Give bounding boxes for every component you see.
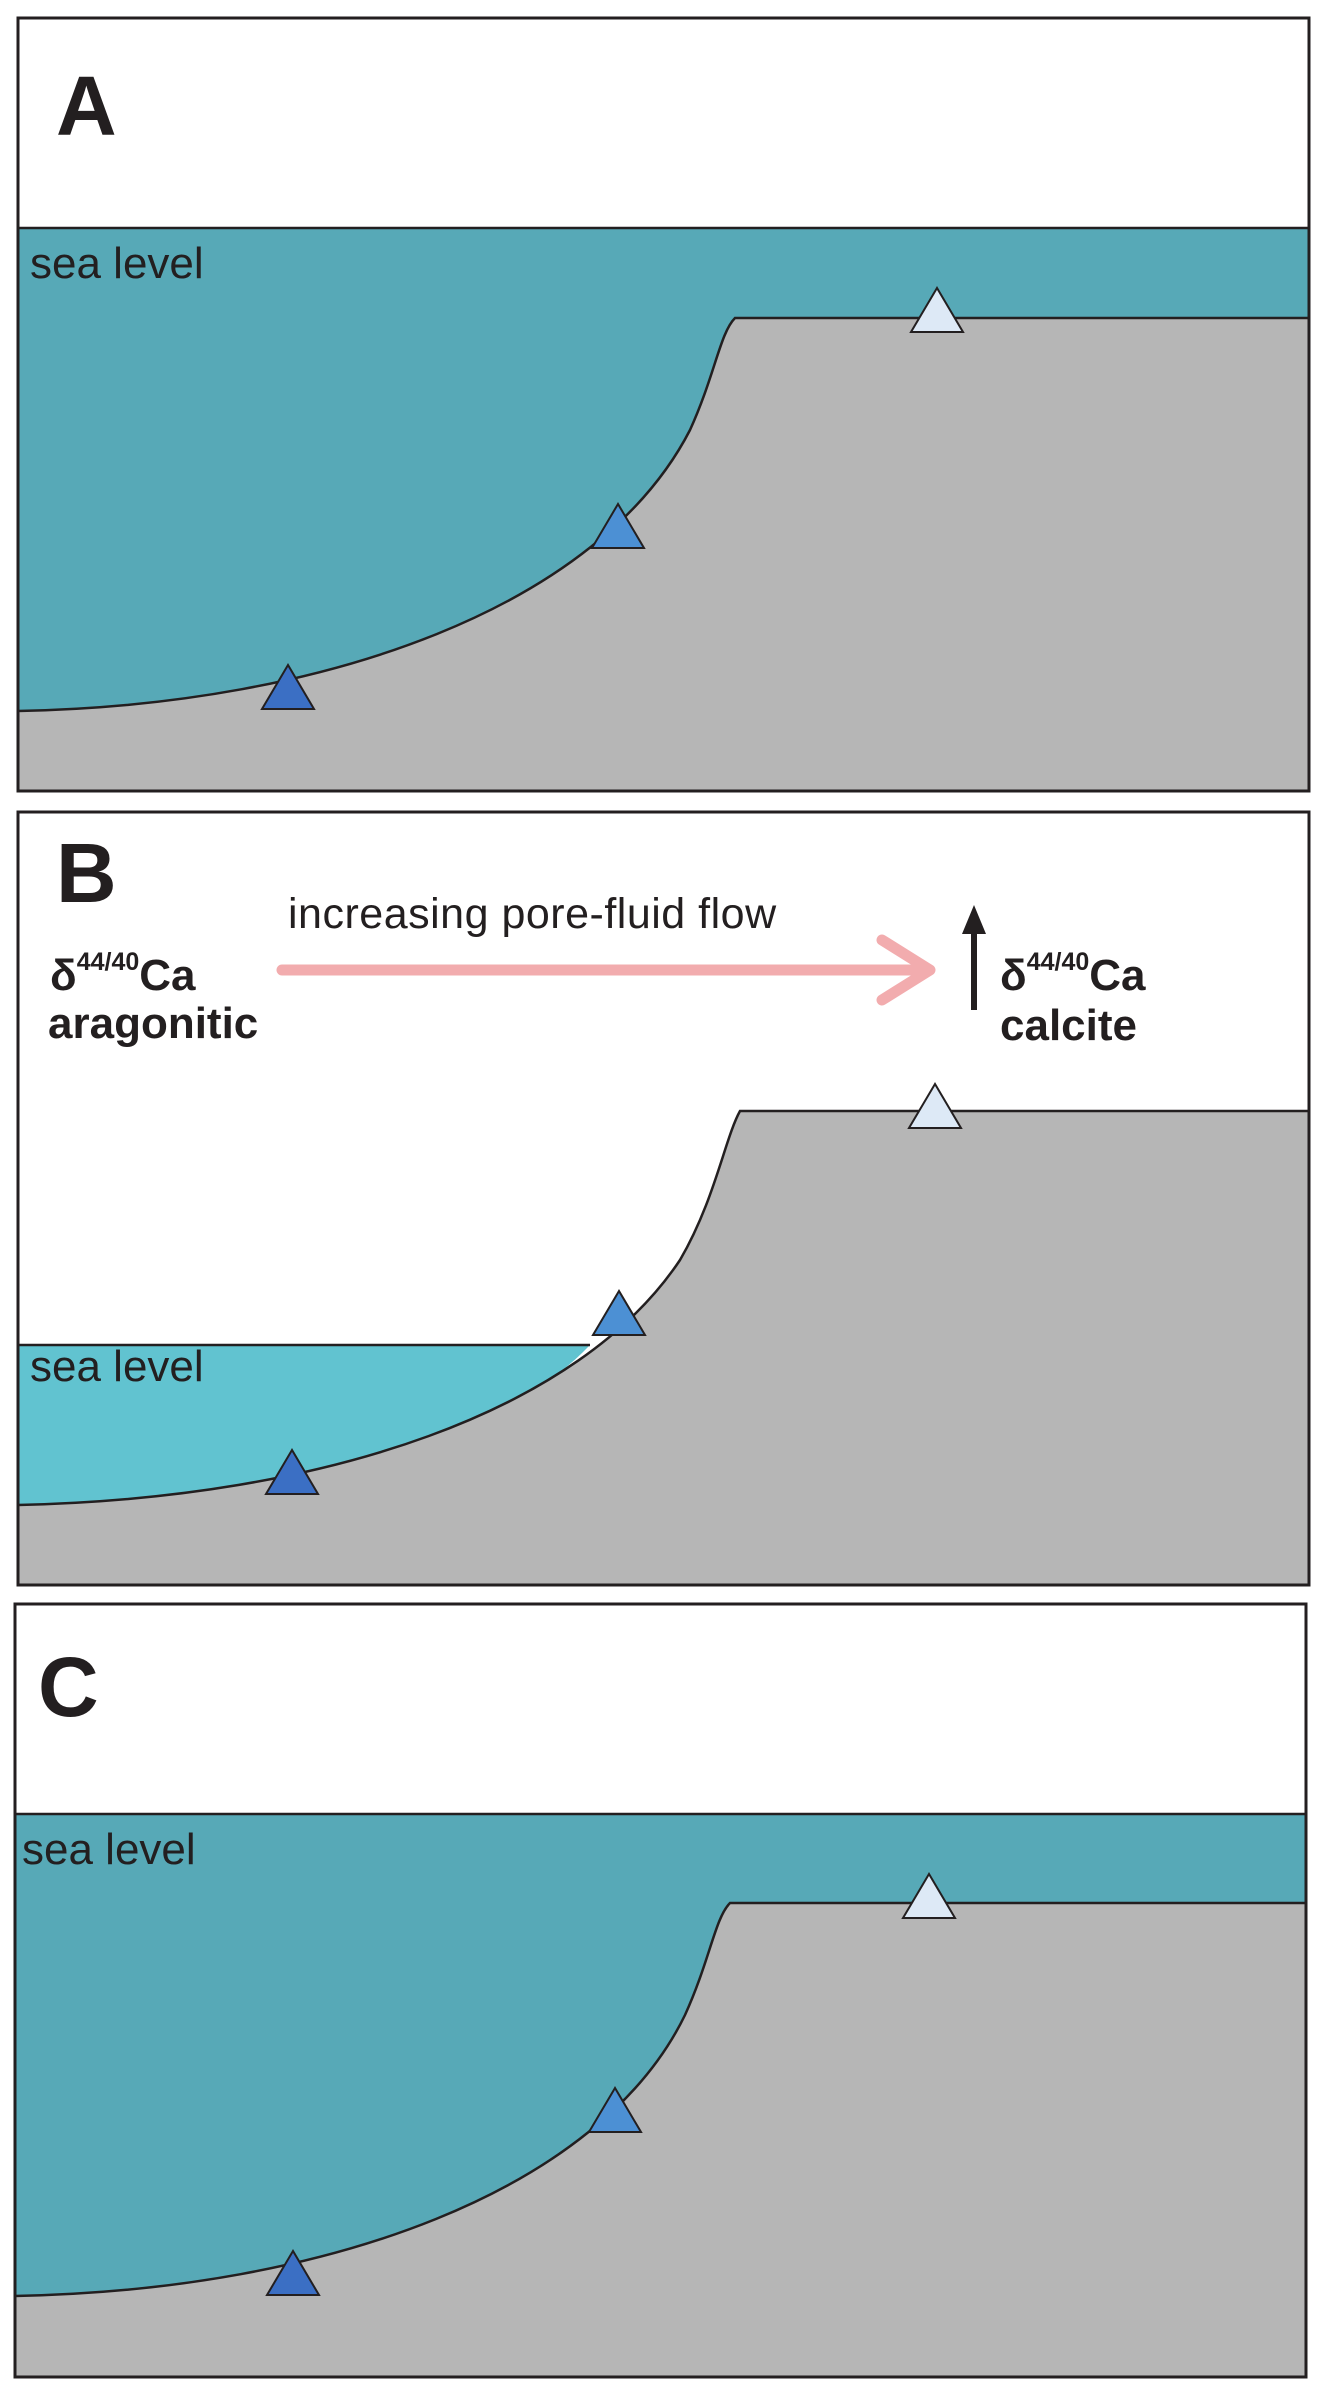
left-isotope-sup: 44/40 bbox=[77, 948, 140, 976]
slope-sample-triangle-icon bbox=[591, 1289, 647, 1336]
left-isotope-element: Ca bbox=[139, 951, 196, 1000]
panel-a: A sea level bbox=[16, 16, 1311, 793]
panel-a-letter: A bbox=[56, 59, 117, 153]
left-isotope-delta: δ bbox=[50, 951, 77, 1000]
panel-b-sea bbox=[18, 1345, 590, 1505]
flow-arrow-icon bbox=[276, 934, 936, 1006]
panel-a-frame bbox=[16, 16, 1311, 793]
panel-c-sea-level-label: sea level bbox=[22, 1825, 196, 1874]
slope-sample-triangle-icon bbox=[590, 502, 646, 549]
right-isotope-sup: 44/40 bbox=[1027, 948, 1090, 976]
panel-b: B sea level increasing pore-fluid flow δ… bbox=[16, 810, 1311, 1587]
deep-sample-triangle-icon bbox=[260, 663, 316, 710]
platform-sample-triangle-icon bbox=[909, 286, 965, 333]
platform-sample-triangle-icon bbox=[901, 1872, 957, 1919]
up-arrow-icon bbox=[962, 905, 986, 1010]
panel-c-letter: C bbox=[38, 1640, 99, 1734]
deep-sample-triangle-icon bbox=[264, 1448, 320, 1495]
panel-b-letter: B bbox=[56, 826, 117, 920]
flow-label: increasing pore-fluid flow bbox=[288, 890, 777, 938]
panel-b-sea-level-label: sea level bbox=[30, 1342, 204, 1391]
right-isotope-element: Ca bbox=[1089, 951, 1146, 1000]
slope-sample-triangle-icon bbox=[587, 2086, 643, 2133]
panel-b-frame bbox=[16, 810, 1311, 1587]
panel-a-sea-level-label: sea level bbox=[30, 239, 204, 288]
deep-sample-triangle-icon bbox=[265, 2249, 321, 2296]
left-mineral-label: aragonitic bbox=[48, 999, 258, 1048]
right-isotope-delta: δ bbox=[1000, 951, 1027, 1000]
panel-c: C sea level bbox=[13, 1602, 1308, 2379]
panel-c-frame bbox=[13, 1602, 1308, 2379]
left-isotope-label: δ44/40Ca bbox=[50, 948, 196, 1000]
right-mineral-label: calcite bbox=[1000, 1001, 1137, 1050]
right-isotope-label: δ44/40Ca bbox=[1000, 948, 1146, 1000]
platform-sample-triangle-icon bbox=[907, 1082, 963, 1129]
